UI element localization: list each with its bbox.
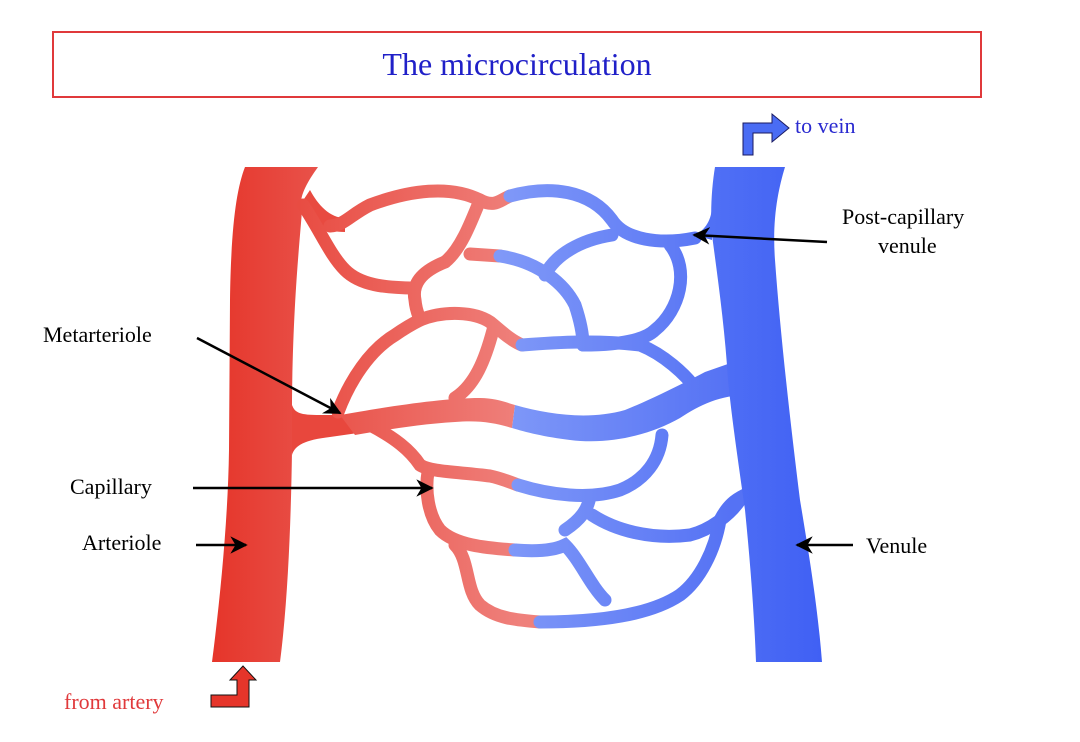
post-capillary-venule-label-line1: Post-capillary xyxy=(842,204,964,229)
capillary-top-lower xyxy=(296,198,422,295)
thoroughfare-channel xyxy=(512,358,748,442)
arterial-capillaries xyxy=(296,184,547,629)
metarteriole-pointer xyxy=(196,336,342,415)
venous-cap-link-down xyxy=(558,489,597,537)
venule-label: Venule xyxy=(866,533,927,558)
capillary-lower-top xyxy=(363,418,525,492)
capillary-top-arc xyxy=(323,184,517,233)
venous-cap-top-arc xyxy=(503,184,702,248)
to-vein-arrow-icon xyxy=(742,112,790,156)
from-artery-arrow-icon xyxy=(210,665,258,708)
capillary-bottom-drop xyxy=(448,538,547,629)
capillary-label: Capillary xyxy=(70,474,152,499)
capillary-mid-arc xyxy=(413,306,529,352)
capillary-mid-link xyxy=(448,323,500,405)
venule-vessel xyxy=(711,167,822,662)
metarteriole-label: Metarteriole xyxy=(43,322,152,347)
post-capillary-venule-pointer xyxy=(692,227,828,245)
metarteriole-vessel xyxy=(340,398,515,435)
from-artery-label: from artery xyxy=(64,689,164,714)
venous-cap-mid xyxy=(515,335,700,392)
venous-cap-upper-link xyxy=(538,228,619,282)
venous-cap-lower-top xyxy=(511,428,669,502)
venous-cap-right-loop xyxy=(576,238,688,352)
to-vein-label: to vein xyxy=(795,113,856,138)
venous-cap-upper xyxy=(493,249,590,352)
venous-capillaries xyxy=(493,184,752,629)
venous-cap-bottom xyxy=(533,488,752,629)
title-box: The microcirculation xyxy=(52,31,982,98)
post-capillary-venule-label-line2: venule xyxy=(878,233,937,258)
diagram-title: The microcirculation xyxy=(382,46,652,82)
arteriole-label: Arteriole xyxy=(82,530,161,555)
venous-cap-lower-left xyxy=(508,537,612,607)
capillary-metarteriole-up xyxy=(331,313,427,419)
